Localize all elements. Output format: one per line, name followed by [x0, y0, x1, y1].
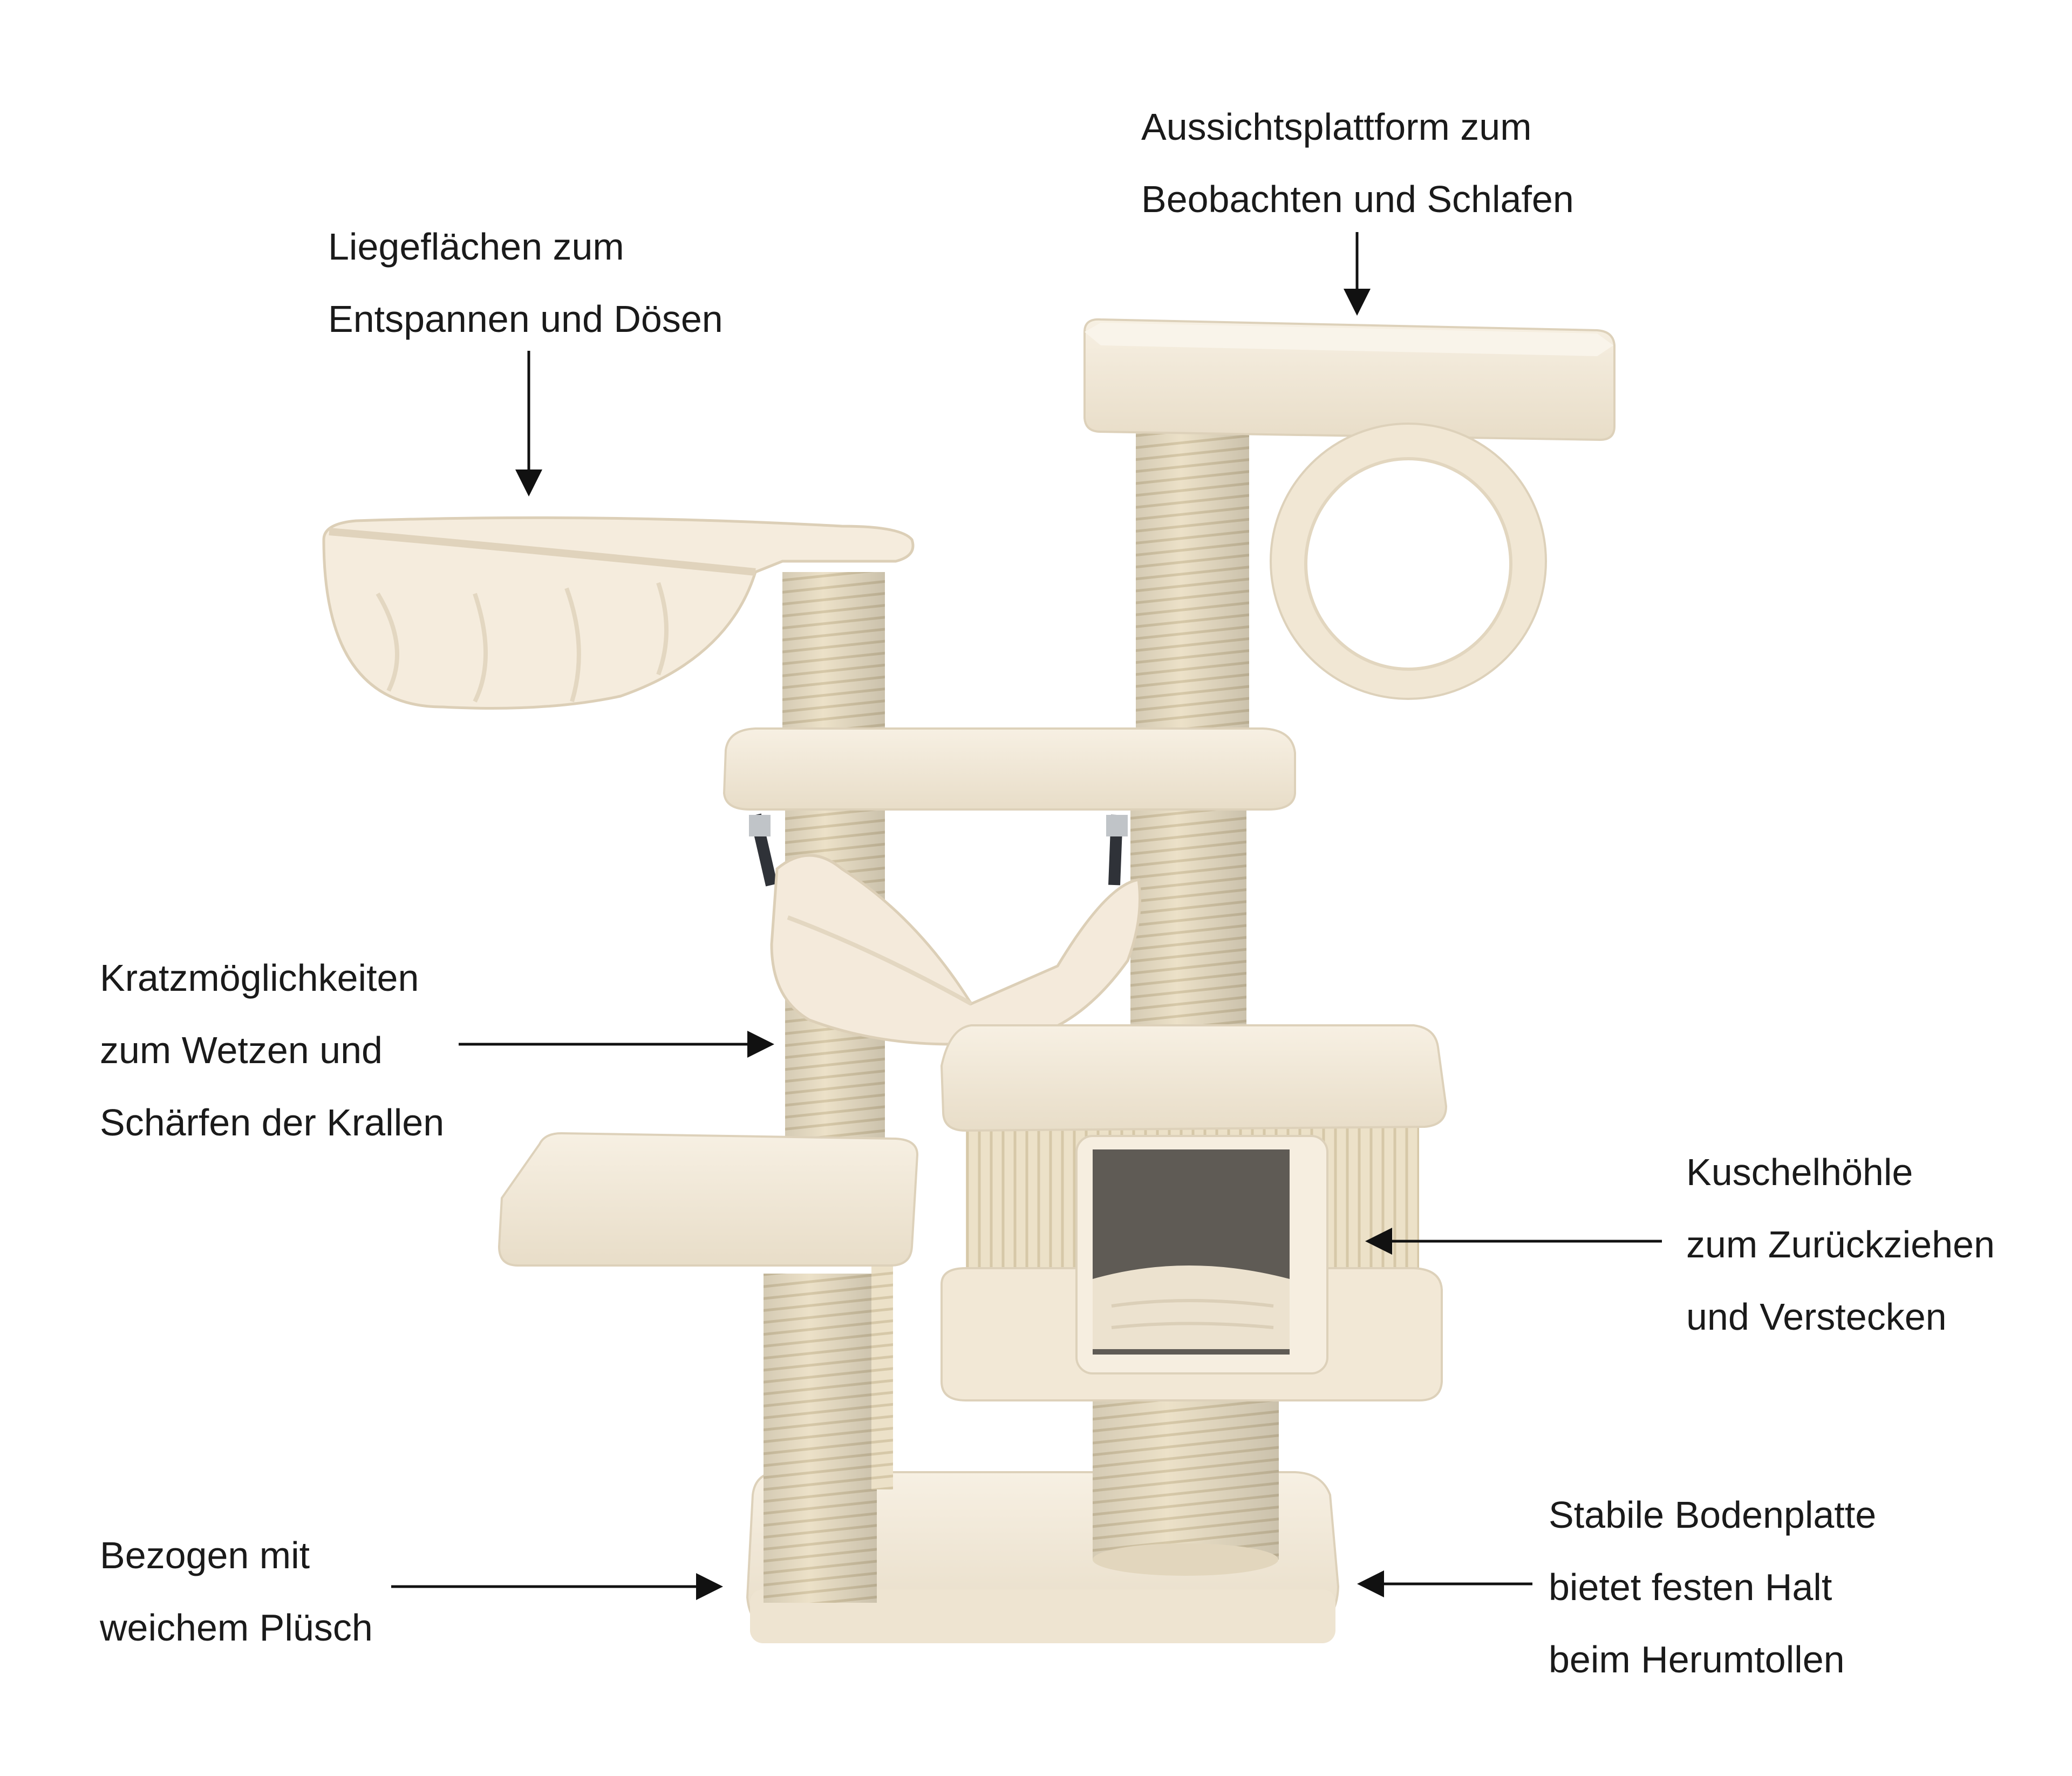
callout-line: Beobachten und Schlafen: [1141, 178, 1574, 220]
callout-line: und Verstecken: [1686, 1296, 1947, 1338]
callout-line: Aussichtsplattform zum: [1141, 106, 1532, 148]
callout-line: Stabile Bodenplatte: [1549, 1494, 1877, 1536]
callout-line: bietet festen Halt: [1549, 1566, 1832, 1608]
lookout-platform: [1083, 318, 1616, 441]
callout-line: Schärfen der Krallen: [100, 1101, 445, 1144]
callout-line: Liegeflächen zum: [328, 226, 624, 268]
callout-line: zum Wetzen und: [100, 1029, 383, 1071]
callout-kratz: Kratzmöglichkeiten zum Wetzen und Schärf…: [100, 942, 444, 1159]
callout-boden: Stabile Bodenplatte bietet festen Halt b…: [1549, 1479, 1876, 1696]
callout-liegeflaechen: Liegeflächen zum Entspannen und Dösen: [328, 210, 723, 355]
callout-kuschel: Kuschelhöhle zum Zurückziehen und Verste…: [1686, 1136, 1995, 1353]
callout-line: zum Zurückziehen: [1686, 1223, 1995, 1265]
callout-bezogen: Bezogen mit weichem Plüsch: [100, 1519, 373, 1664]
middle-platform: [723, 727, 1296, 811]
callout-aussicht: Aussichtsplattform zum Beobachten und Sc…: [1141, 91, 1574, 235]
callout-line: Kratzmöglichkeiten: [100, 957, 419, 999]
callout-line: Bezogen mit: [100, 1534, 310, 1576]
plush-ring: [1270, 423, 1547, 700]
callout-line: Kuschelhöhle: [1686, 1151, 1913, 1193]
plush-basket: [322, 516, 915, 710]
cave-box: [940, 1024, 1448, 1401]
callout-arrows: [391, 232, 1662, 1600]
left-step-platform: [497, 1132, 919, 1267]
callout-line: weichem Plüsch: [100, 1607, 373, 1649]
hammock: [749, 813, 1141, 1046]
callout-line: Entspannen und Dösen: [328, 298, 723, 340]
callout-line: beim Herumtollen: [1549, 1638, 1845, 1680]
